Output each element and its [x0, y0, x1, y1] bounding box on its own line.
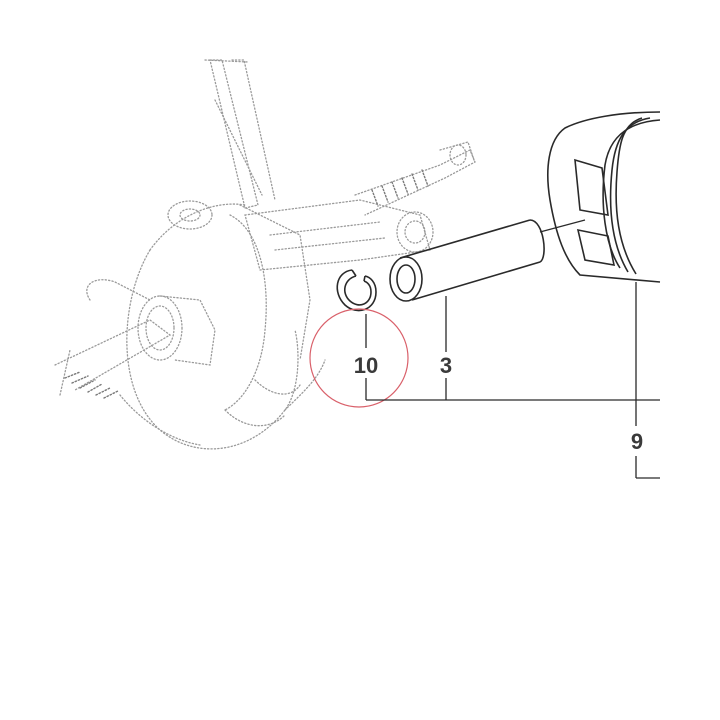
callout-3: 3 — [440, 353, 452, 378]
circlip-part — [336, 269, 377, 312]
leader-lines — [365, 282, 660, 479]
callout-9: 9 — [631, 429, 643, 454]
highlight-circle — [309, 308, 409, 408]
callout-10: 10 — [354, 353, 378, 378]
piston-pin-part — [389, 219, 545, 302]
crankshaft-assembly — [54, 59, 476, 450]
piston-part — [539, 111, 661, 283]
